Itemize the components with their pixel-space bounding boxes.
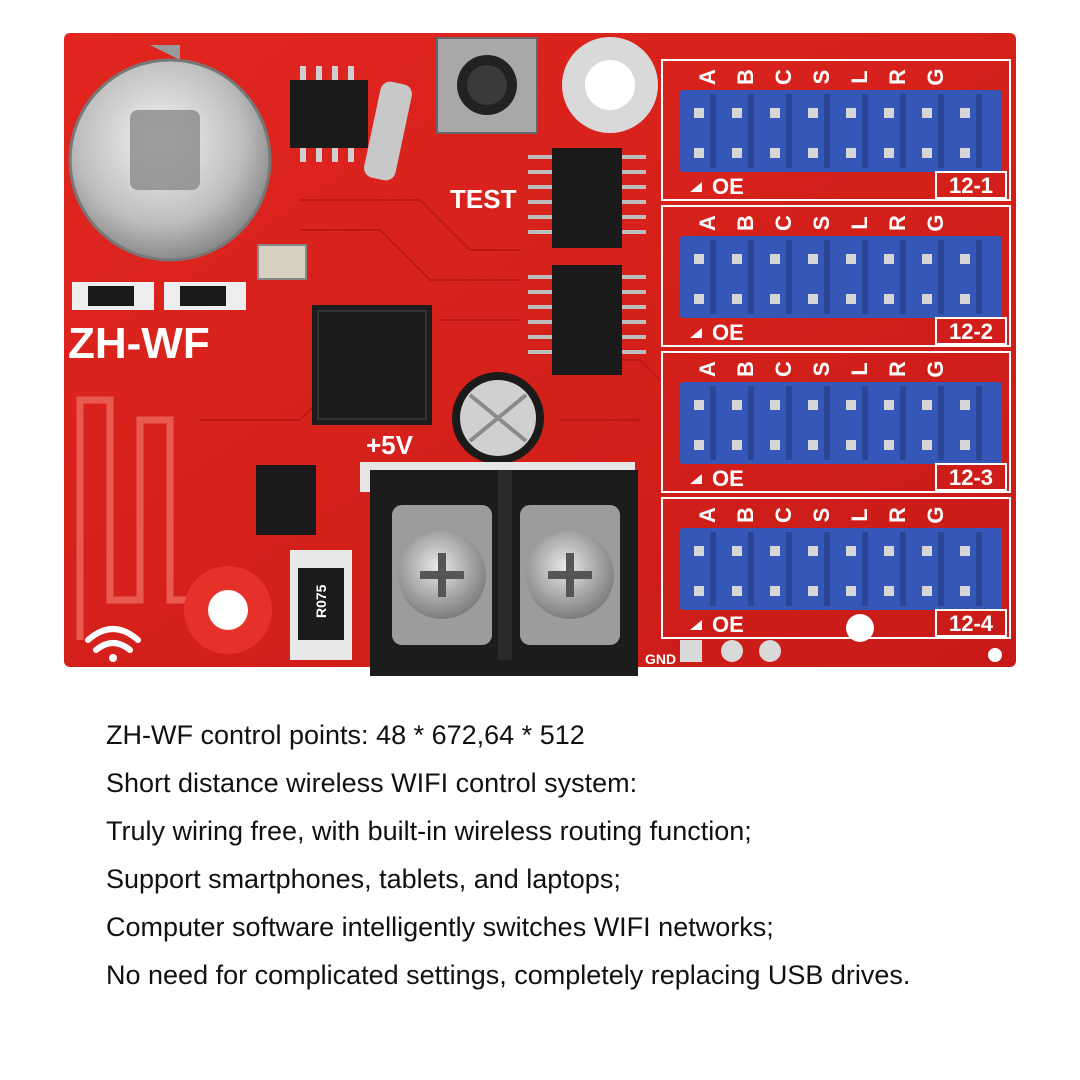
port-label: 12-3: [949, 465, 993, 490]
spec-line-control-points: ZH-WF control points: 48 * 672,64 * 512: [106, 720, 585, 750]
pin-letter-g: G: [923, 360, 948, 377]
controller-board-photo: TEST: [64, 33, 1016, 676]
coin-battery: [68, 45, 272, 262]
pin-letter-c: C: [771, 361, 796, 377]
pin-header: [680, 90, 1002, 172]
pin-letter-b: B: [733, 215, 758, 231]
gnd-pads: [680, 640, 1002, 662]
port-label: 12-1: [949, 173, 993, 198]
wifi-icon: [85, 626, 141, 662]
oe-label: OE: [712, 612, 744, 637]
pin-letter-c: C: [771, 507, 796, 523]
pin-letter-g: G: [923, 214, 948, 231]
spec-line-devices: Support smartphones, tablets, and laptop…: [106, 864, 621, 894]
regulator-chip: [256, 465, 316, 535]
pin-letter-c: C: [771, 215, 796, 231]
pin-letter-a: A: [695, 507, 720, 523]
pin-letter-l: L: [847, 216, 872, 229]
pin-header: [680, 236, 1002, 318]
pin-letter-a: A: [695, 69, 720, 85]
pin-letter-r: R: [885, 215, 910, 231]
resistor-label: R075: [313, 584, 329, 618]
electrolytic-capacitor: [452, 372, 544, 464]
pin-letter-g: G: [923, 68, 948, 85]
pin-letter-s: S: [809, 216, 834, 231]
oe-label: OE: [712, 174, 744, 199]
mount-hole-top: [562, 37, 658, 133]
pin-letter-a: A: [695, 361, 720, 377]
pin-letter-a: A: [695, 215, 720, 231]
oe-label: OE: [712, 466, 744, 491]
power-label: +5V: [366, 430, 414, 460]
pin-letter-r: R: [885, 507, 910, 523]
diodes: [72, 282, 246, 310]
spec-line-wiring-free: Truly wiring free, with built-in wireles…: [106, 816, 752, 846]
main-processor: [312, 305, 432, 425]
pin-letter-b: B: [733, 69, 758, 85]
pin-letter-c: C: [771, 69, 796, 85]
pin-letter-b: B: [733, 507, 758, 523]
oe-label: OE: [712, 320, 744, 345]
pin-letter-g: G: [923, 506, 948, 523]
pin-header: [680, 528, 1002, 610]
pin-letter-l: L: [847, 362, 872, 375]
crystal: [364, 81, 412, 181]
pin-letter-r: R: [885, 69, 910, 85]
product-description: ZH-WF control points: 48 * 672,64 * 512 …: [106, 716, 1066, 1004]
mount-hole-left: [184, 566, 272, 654]
pin-letter-r: R: [885, 361, 910, 377]
test-label: TEST: [450, 184, 517, 214]
pin-header: [680, 382, 1002, 464]
pin-letter-s: S: [809, 508, 834, 523]
gnd-label: GND: [645, 651, 676, 667]
spec-line-wireless: Short distance wireless WIFI control sys…: [106, 768, 638, 798]
spec-line-software: Computer software intelligently switches…: [106, 912, 774, 942]
pin-letter-s: S: [809, 70, 834, 85]
pin-letter-l: L: [847, 508, 872, 521]
shunt-resistor: [290, 550, 352, 660]
power-terminal: [360, 462, 638, 676]
port-label: 12-4: [949, 611, 994, 636]
antenna-trace: [76, 396, 200, 640]
pin-letter-b: B: [733, 361, 758, 377]
test-button: [436, 37, 538, 134]
spec-line-no-settings: No need for complicated settings, comple…: [106, 960, 911, 990]
oscillator: [257, 244, 307, 280]
driver-chips: [528, 148, 646, 375]
mount-hole-right: [846, 614, 874, 642]
model-label: ZH-WF: [68, 319, 210, 368]
pin-letter-s: S: [809, 362, 834, 377]
port-label: 12-2: [949, 319, 993, 344]
eeprom-chip: [290, 66, 368, 162]
pin-letter-l: L: [847, 70, 872, 83]
